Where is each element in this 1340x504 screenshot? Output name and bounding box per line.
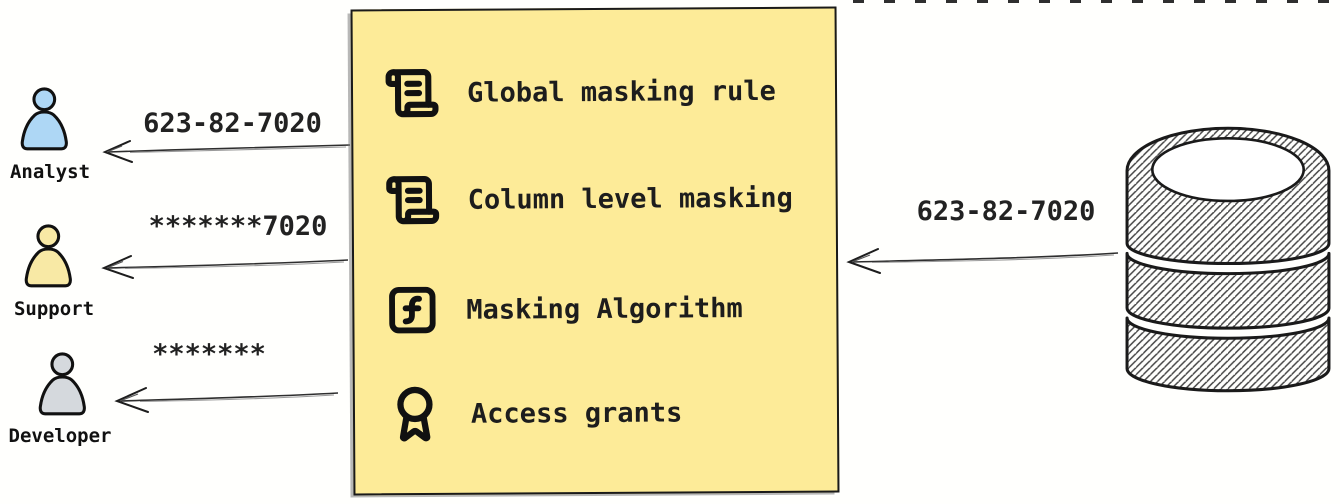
- masking-box: Global masking rule Column level masking: [350, 6, 840, 496]
- masking-box-item: Global masking rule: [353, 59, 835, 126]
- user-label-developer: Developer: [8, 425, 112, 447]
- person-icon: [20, 87, 68, 151]
- person-icon: [24, 224, 72, 288]
- masking-box-item-label: Global masking rule: [466, 75, 776, 109]
- arrow-to-support: [101, 255, 349, 279]
- database-icon: [1125, 126, 1331, 393]
- dashed-line: [853, 0, 1340, 3]
- arrow-from-database: [846, 248, 1119, 274]
- function-square-icon: [385, 283, 439, 337]
- user-label-analyst: Analyst: [9, 161, 91, 183]
- arrow-to-developer: [114, 387, 339, 413]
- analyst-arrow-label: 623-82-7020: [143, 108, 322, 139]
- scroll-text-icon: [384, 65, 440, 121]
- masking-box-item-label: Masking Algorithm: [466, 292, 743, 326]
- database-arrow-label: 623-82-7020: [916, 196, 1096, 227]
- masking-box-item: Masking Algorithm: [354, 276, 836, 343]
- masking-box-item: Column level masking: [353, 166, 835, 233]
- masking-box-item-label: Access grants: [470, 396, 683, 430]
- masking-box-item: Access grants: [355, 380, 837, 447]
- developer-arrow-label: *******: [152, 339, 266, 370]
- person-icon: [38, 352, 86, 416]
- masking-box-item-label: Column level masking: [467, 182, 793, 216]
- user-label-support: Support: [13, 298, 95, 320]
- scroll-text-icon: [385, 172, 441, 228]
- arrow-to-analyst: [102, 140, 351, 163]
- award-icon: [386, 382, 444, 446]
- support-arrow-label: *******7020: [148, 211, 328, 242]
